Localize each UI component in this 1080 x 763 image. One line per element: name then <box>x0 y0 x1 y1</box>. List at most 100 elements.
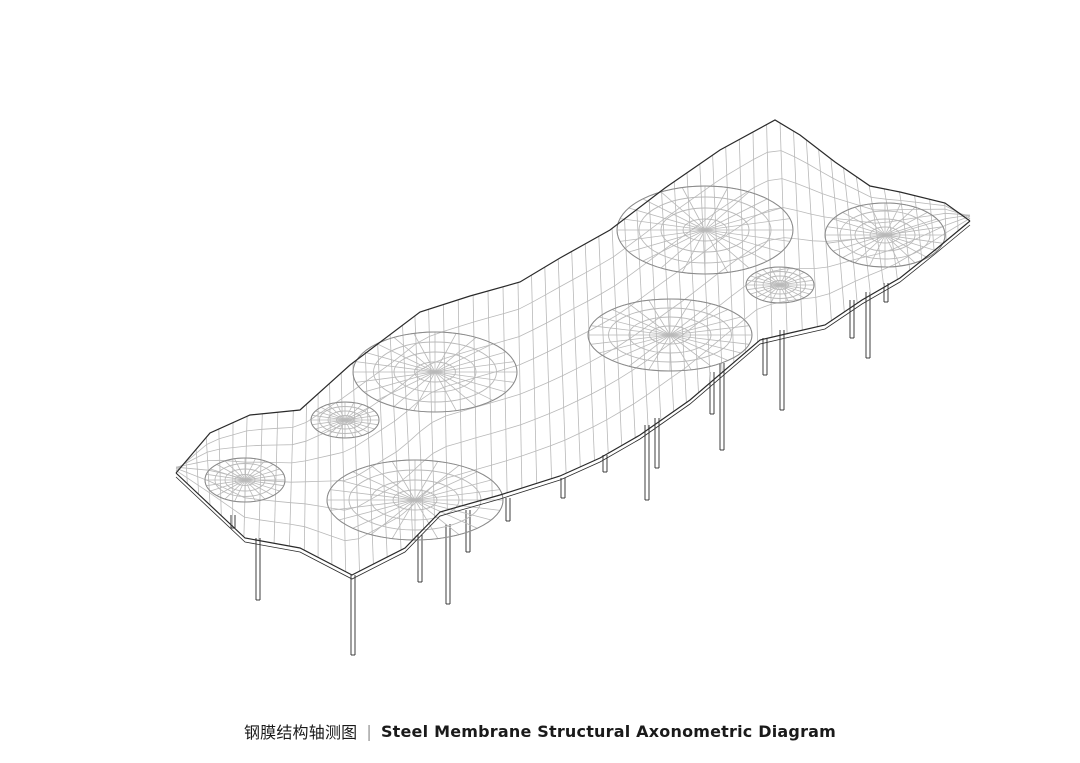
dome-rib <box>642 229 706 262</box>
dome-rib <box>335 419 346 438</box>
transverse-rib <box>611 228 623 446</box>
transverse-rib <box>364 353 374 565</box>
transverse-rib <box>712 155 723 373</box>
dome-rib <box>619 218 706 231</box>
dome-rib <box>210 479 246 492</box>
transverse-rib <box>899 191 911 271</box>
dome-rib <box>244 479 266 500</box>
dome-rib <box>434 337 477 373</box>
dome-rib <box>628 303 671 336</box>
dome-edge <box>824 202 946 268</box>
dome-rib <box>669 309 729 336</box>
dome-rib <box>434 371 457 411</box>
axonometric-diagram <box>175 119 971 656</box>
dome-rib <box>344 404 363 421</box>
dome-rib <box>355 371 436 383</box>
figure-caption: 钢膜结构轴测图 | Steel Membrane Structural Axon… <box>0 716 1080 746</box>
dome-rib <box>352 499 416 529</box>
roof-edge-near <box>175 220 971 576</box>
transverse-rib <box>218 428 222 516</box>
dome-rib <box>704 229 782 253</box>
dome-rib <box>244 458 256 481</box>
dome-shell <box>326 459 504 541</box>
dome-rib <box>842 212 886 236</box>
dome-rib <box>216 479 246 496</box>
transverse-rib <box>686 172 699 393</box>
dome-rib <box>312 419 346 426</box>
dome-rib <box>391 499 416 539</box>
dome-rib <box>779 279 813 286</box>
dome-rib <box>414 499 439 539</box>
dome-edge <box>352 331 518 413</box>
dome-rib <box>234 458 246 481</box>
transverse-rib <box>352 362 360 572</box>
dome-rib <box>747 284 781 291</box>
dome-rib <box>750 275 781 286</box>
dome-rib <box>779 269 798 286</box>
dome-rib <box>884 234 916 263</box>
dome-shell <box>824 202 946 268</box>
dome-rib <box>344 419 355 438</box>
dome-rib <box>826 234 886 244</box>
dome-rib <box>434 361 515 373</box>
transverse-rib <box>402 325 414 541</box>
dome-rib <box>363 351 436 373</box>
dome-rib <box>598 334 671 354</box>
roof-fascia <box>175 224 971 580</box>
dome-edge <box>326 459 504 541</box>
dome-rib <box>320 406 346 421</box>
dome-rib <box>414 499 501 511</box>
dome-rib <box>329 499 416 511</box>
transverse-rib <box>673 181 687 403</box>
dome-edge <box>310 401 380 439</box>
dome-rib <box>244 464 274 481</box>
dome-rib <box>619 229 706 242</box>
dome-rib <box>884 226 944 236</box>
dome-rib <box>611 334 671 361</box>
transverse-rib <box>329 383 333 565</box>
dome-rib <box>320 419 346 434</box>
transverse-rib <box>289 410 294 547</box>
dome-rib <box>590 334 671 345</box>
dome-rib <box>434 371 477 407</box>
dome-shells <box>204 185 946 541</box>
dome-rib <box>704 229 729 273</box>
dome-rib <box>329 489 416 501</box>
dome-rib <box>344 419 370 434</box>
caption-english: Steel Membrane Structural Axonometric Di… <box>380 721 837 741</box>
dome-rib <box>832 234 886 252</box>
longitudinal-purlin <box>175 214 971 483</box>
dome-rib <box>352 471 416 501</box>
dome-rib <box>393 337 436 373</box>
dome-rib <box>206 479 246 487</box>
dome-rib <box>363 371 436 393</box>
transverse-rib <box>195 449 199 495</box>
dome-rib <box>747 279 781 286</box>
transverse-rib <box>414 315 424 529</box>
dome-rib <box>884 207 916 236</box>
dome-rib <box>704 229 768 262</box>
dome-rib <box>244 460 266 481</box>
dome-rib <box>669 316 742 336</box>
dome-rib <box>414 465 460 501</box>
dome-rib <box>750 284 781 295</box>
dome-rib <box>414 499 460 535</box>
dome-rib <box>344 406 370 421</box>
dome-rib <box>611 309 671 336</box>
dome-rib <box>669 334 712 367</box>
dome-rib <box>344 414 378 421</box>
dome-rib <box>669 334 729 361</box>
transverse-rib <box>855 176 871 296</box>
dome-shell <box>745 266 815 304</box>
dome-rib <box>628 229 706 253</box>
dome-rib <box>434 333 457 373</box>
dome-rib <box>669 303 712 336</box>
longitudinal-purlin <box>175 215 971 511</box>
dome-rib <box>391 461 416 501</box>
dome-rib <box>413 371 436 411</box>
roof-outline <box>175 119 971 580</box>
dome-rib <box>327 404 346 421</box>
dome-rib <box>224 479 246 500</box>
transverse-rib <box>738 139 747 353</box>
dome-rib <box>434 371 515 383</box>
